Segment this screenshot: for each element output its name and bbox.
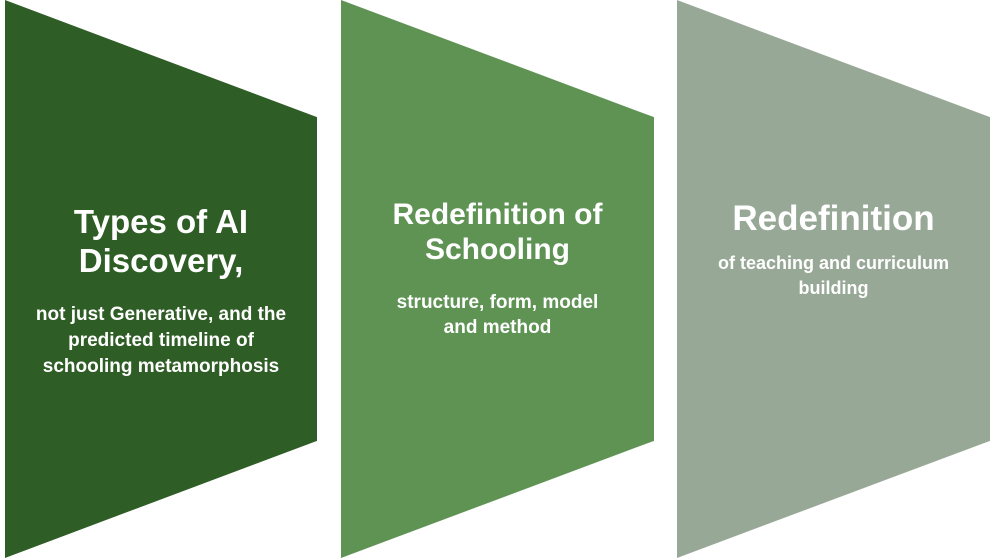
panel-description: structure, form, model and method	[393, 290, 603, 341]
panel-title-line: Schooling	[424, 233, 570, 267]
panel-title: Redefinition	[718, 198, 949, 239]
panel-description-line: structure, form, model	[396, 291, 599, 313]
panel-title-line: Types of AI	[73, 202, 249, 240]
panel-title-line: Discovery,	[78, 241, 244, 279]
panel-description-line: building	[798, 277, 869, 298]
panel-content: Redefinition of teaching and curriculum …	[718, 198, 949, 300]
panel-description-line: not just Generative, and the	[35, 304, 287, 326]
panel-description-line: and method	[443, 317, 552, 339]
panel-title: Redefinition of Schooling	[393, 197, 603, 268]
panel-title-line: Redefinition of	[392, 197, 603, 231]
panel-description-line: schooling metamorphosis	[42, 355, 280, 377]
panel-redefinition-of-schooling: Redefinition of Schooling structure, for…	[341, 0, 654, 558]
panel-content: Types of AI Discovery, not just Generati…	[36, 203, 286, 380]
panel-title-line: Redefinition	[732, 199, 935, 239]
panel-content: Redefinition of Schooling structure, for…	[393, 197, 603, 341]
panel-description-line: predicted timeline of	[68, 330, 254, 352]
panel-description-line: of teaching and curriculum	[717, 253, 950, 274]
panel-title: Types of AI Discovery,	[36, 203, 286, 281]
panel-redefinition-of-teaching: Redefinition of teaching and curriculum …	[677, 0, 990, 558]
panel-description: of teaching and curriculum building	[718, 251, 949, 300]
panel-description: not just Generative, and the predicted t…	[36, 302, 286, 379]
panel-types-of-ai-discovery: Types of AI Discovery, not just Generati…	[5, 0, 317, 558]
